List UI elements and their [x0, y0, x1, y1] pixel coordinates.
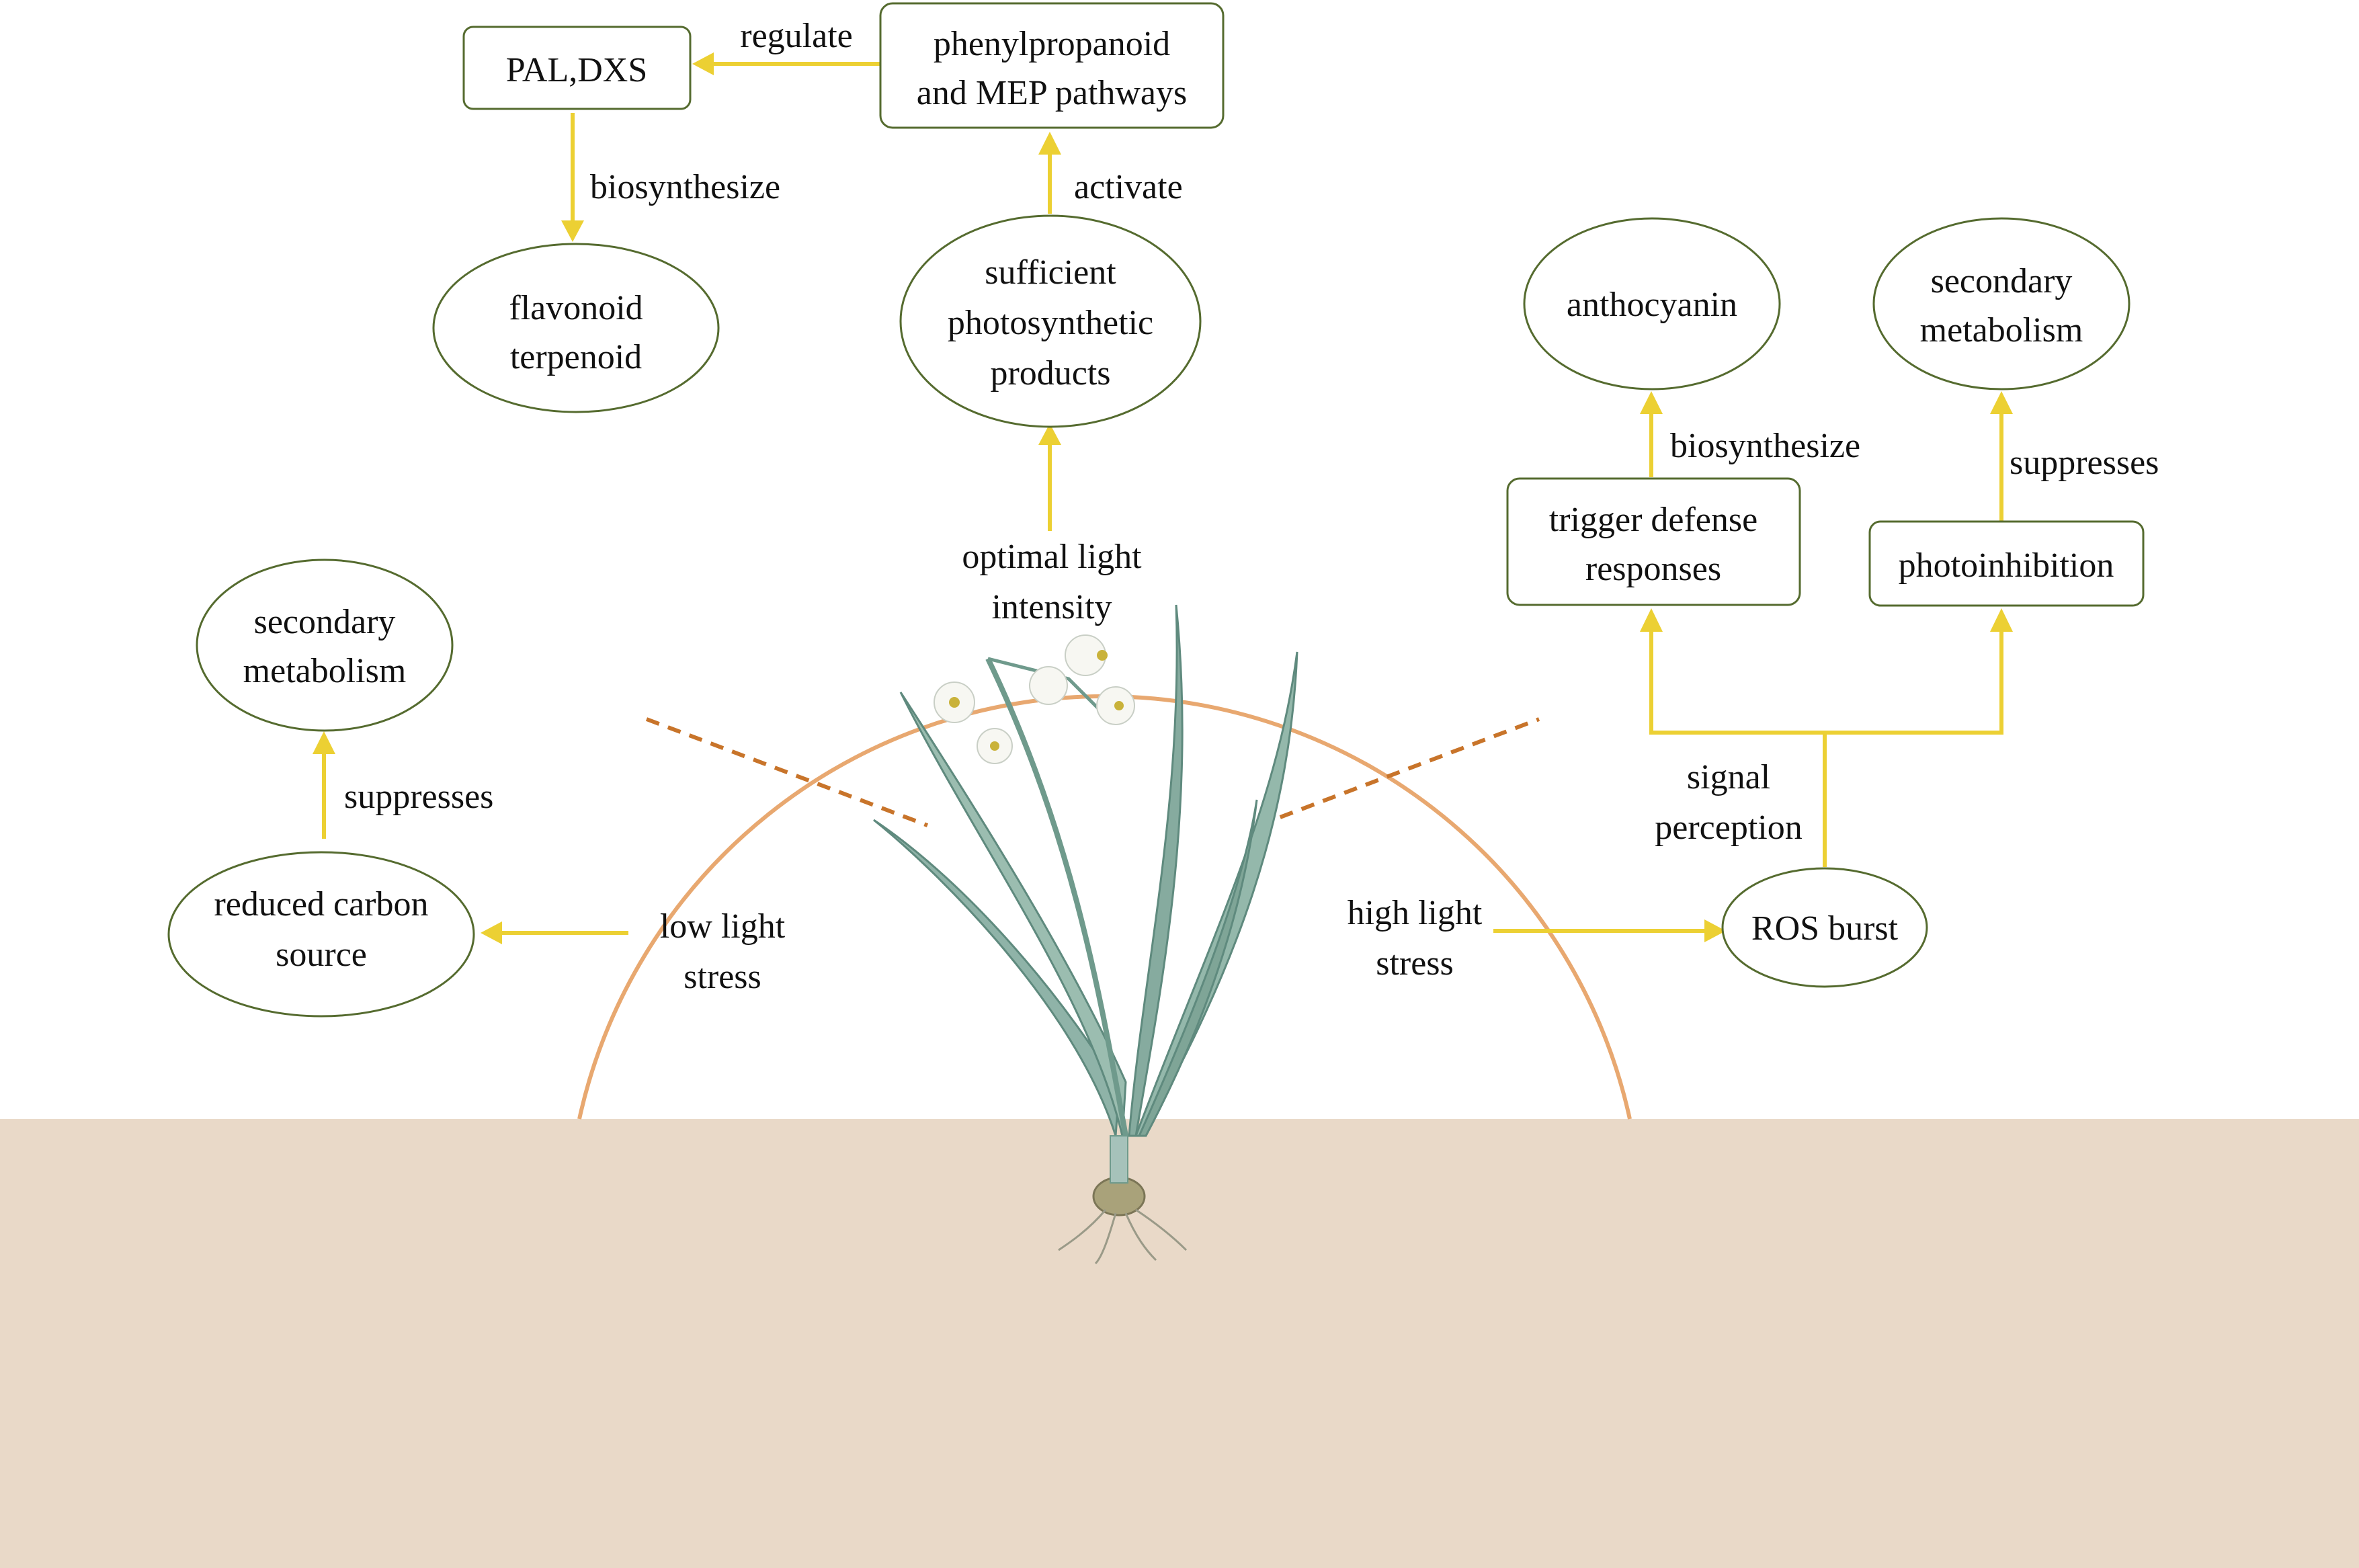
svg-text:terpenoid: terpenoid — [510, 338, 642, 376]
arrow-low-light — [481, 921, 628, 944]
label-high-light-2: stress — [1376, 944, 1454, 983]
svg-text:and MEP pathways: and MEP pathways — [917, 74, 1187, 112]
svg-text:ROS burst: ROS burst — [1751, 909, 1899, 948]
node-secondary-metabolism-left: secondary metabolism — [196, 559, 454, 732]
zone-divider-left — [645, 717, 929, 827]
svg-text:phenylpropanoid: phenylpropanoid — [934, 25, 1170, 63]
label-high-light-1: high light — [1348, 894, 1483, 932]
arrow-biosynthesize-top — [561, 113, 584, 242]
svg-text:PAL,DXS: PAL,DXS — [506, 51, 648, 89]
node-photoinhibition: photoinhibition — [1868, 520, 2145, 607]
soil-ground — [0, 1119, 2359, 1568]
node-ros-burst: ROS burst — [1721, 867, 1928, 988]
svg-text:sufficient: sufficient — [985, 253, 1116, 292]
node-anthocyanin: anthocyanin — [1523, 217, 1781, 390]
node-trigger-defense-responses: trigger defense responses — [1506, 477, 1801, 606]
arrow-signal-perception — [1640, 608, 2013, 867]
svg-text:source: source — [276, 936, 367, 974]
label-biosynthesize-right: biosynthesize — [1670, 427, 1860, 465]
svg-text:anthocyanin: anthocyanin — [1567, 286, 1737, 324]
label-signal-perception-2: perception — [1655, 809, 1802, 847]
svg-text:flavonoid: flavonoid — [509, 289, 643, 327]
node-sufficient-photosynthetic-products: sufficient photosynthetic products — [899, 214, 1202, 428]
svg-text:reduced carbon: reduced carbon — [214, 885, 428, 923]
node-reduced-carbon-source: reduced carbon source — [167, 851, 475, 1018]
arrow-activate — [1038, 132, 1061, 214]
label-low-light-2: stress — [684, 958, 761, 996]
label-optimal-light-1: optimal light — [962, 538, 1142, 576]
label-regulate: regulate — [740, 17, 852, 55]
svg-text:trigger defense: trigger defense — [1549, 501, 1757, 539]
svg-text:photoinhibition: photoinhibition — [1899, 546, 2114, 585]
zone-divider-right — [1257, 717, 1540, 827]
arrow-high-light — [1493, 919, 1726, 942]
node-secondary-metabolism-right: secondary metabolism — [1872, 217, 2130, 390]
narcissus-plant — [873, 604, 1298, 1265]
svg-text:metabolism: metabolism — [1920, 311, 2083, 349]
label-optimal-light-2: intensity — [991, 588, 1112, 626]
svg-text:responses: responses — [1585, 550, 1721, 588]
label-suppresses-left: suppresses — [344, 778, 493, 816]
label-biosynthesize-top: biosynthesize — [590, 168, 780, 206]
arrow-regulate — [692, 52, 880, 75]
svg-text:secondary: secondary — [254, 603, 396, 641]
node-flavonoid-terpenoid: flavonoid terpenoid — [432, 243, 720, 413]
arrow-optimal-light — [1038, 423, 1061, 531]
arrow-biosynthesize-right — [1640, 391, 1663, 477]
label-suppresses-right: suppresses — [2010, 444, 2159, 482]
label-activate: activate — [1074, 168, 1183, 206]
svg-text:metabolism: metabolism — [243, 652, 407, 690]
arrow-suppresses-right — [1990, 391, 2013, 521]
arrow-suppresses-left — [313, 731, 335, 839]
label-signal-perception-1: signal — [1687, 758, 1770, 796]
node-phenylpropanoid-mep: phenylpropanoid and MEP pathways — [879, 2, 1225, 129]
svg-text:secondary: secondary — [1931, 262, 2073, 300]
label-low-light-1: low light — [660, 907, 786, 946]
svg-text:photosynthetic: photosynthetic — [948, 304, 1153, 342]
svg-text:products: products — [990, 354, 1110, 393]
node-pal-dxs: PAL,DXS — [462, 26, 692, 110]
